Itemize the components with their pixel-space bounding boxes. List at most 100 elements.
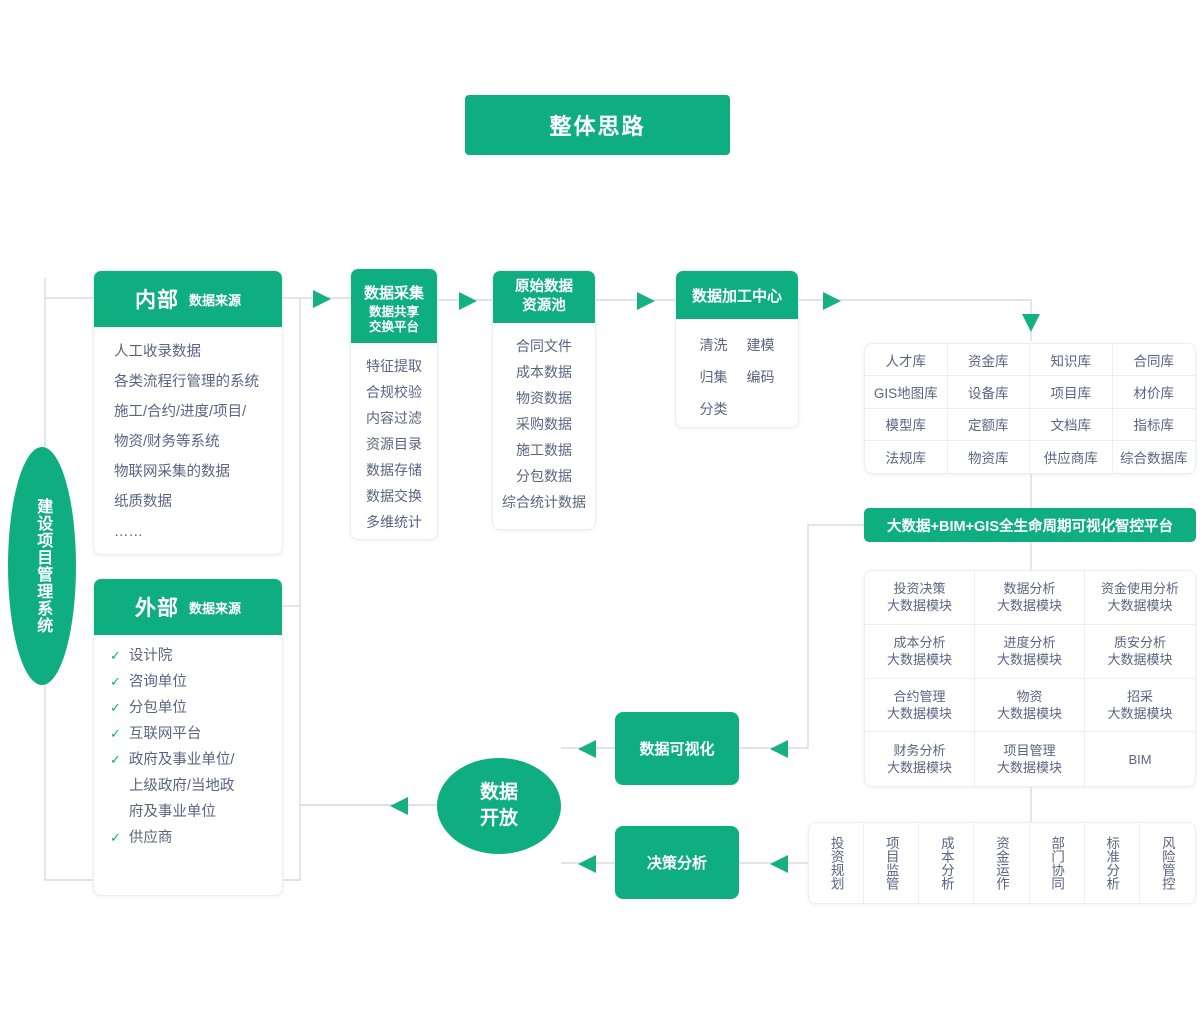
module-cell: 投资决策 大数据模块: [865, 571, 975, 625]
list-item-label: 互联网平台: [128, 726, 202, 742]
governance-cell-label: 成本分析: [938, 836, 954, 890]
page-title-text: 整体思路: [549, 114, 646, 139]
check-icon: ✓: [110, 648, 121, 663]
list-item: 编码: [746, 369, 775, 385]
module-cell-line2: 大数据模块: [1107, 652, 1173, 668]
internal-source-title: 内部: [134, 289, 179, 312]
governance-row: 投资规划 项目监管 成本分析 资金运作 部门协同 标准分析 风险管控: [808, 822, 1196, 904]
list-item-label: 政府及事业单位/ 上级政府/当地政 府及事业单位: [128, 752, 235, 820]
module-cell: 物资 大数据模块: [975, 678, 1085, 733]
library-cell: 项目库: [1030, 376, 1113, 409]
list-item: ✓ 咨询单位: [94, 669, 282, 695]
library-cell: GIS地图库: [865, 376, 948, 409]
module-cell-line1: 资金使用分析: [1100, 581, 1179, 597]
data-collection-subtitle: 数据共享 交换平台: [368, 304, 419, 334]
list-item: 归集: [699, 369, 728, 385]
list-item: 纸质数据: [114, 494, 172, 510]
library-cell: 人才库: [865, 344, 948, 377]
module-cell-line1: 进度分析: [1003, 635, 1056, 651]
library-grid: 人才库 资金库 知识库 合同库 GIS地图库 设备库 项目库 材价库 模型库 定…: [864, 343, 1196, 474]
module-cell-line1: 合约管理: [893, 688, 946, 704]
arrow-to-pool: [459, 292, 477, 310]
list-item: 数据存储: [366, 462, 422, 478]
module-cell: 进度分析 大数据模块: [975, 624, 1085, 679]
system-ellipse-label: 建设项目管理系统: [34, 498, 52, 634]
module-cell-line1: 数据分析: [1003, 581, 1056, 597]
arrow-open-to-sources: [390, 797, 408, 815]
check-icon: ✓: [110, 674, 121, 689]
page-title: 整体思路: [465, 95, 730, 155]
list-item: 施工/合约/进度/项目/: [114, 404, 247, 420]
governance-cell: 风险管控: [1140, 823, 1195, 903]
module-cell-line1: 财务分析: [893, 743, 946, 759]
list-item: 分类: [699, 401, 728, 417]
list-item-label: 供应商: [128, 830, 173, 846]
list-item: ✓ 设计院: [94, 643, 282, 669]
platform-banner: 大数据+BIM+GIS全生命周期可视化智控平台: [864, 508, 1196, 542]
module-cell-line2: 大数据模块: [1107, 598, 1173, 614]
module-cell-line1: 招采: [1126, 688, 1153, 704]
module-cell-line1: BIM: [1128, 751, 1152, 767]
list-item: ✓ 互联网平台: [94, 721, 282, 747]
library-cell: 合同库: [1112, 344, 1195, 377]
open-data-line1: 数据: [479, 782, 518, 803]
governance-cell-label: 部门协同: [1049, 836, 1065, 890]
list-item: 物联网采集的数据: [114, 464, 230, 480]
module-cell-line1: 成本分析: [893, 635, 946, 651]
list-item: 成本数据: [516, 364, 572, 380]
arrow-viz-to-open: [578, 740, 596, 758]
library-cell: 定额库: [947, 408, 1030, 441]
internal-source-list: 人工收录数据 各类流程行管理的系统 施工/合约/进度/项目/ 物资/财务等系统 …: [94, 327, 282, 554]
list-item: 物资/财务等系统: [114, 434, 220, 450]
system-ellipse: 建设项目管理系统: [8, 447, 76, 685]
list-item: 物资数据: [516, 390, 572, 406]
module-cell-line2: 大数据模块: [886, 652, 952, 668]
library-cell: 法规库: [865, 440, 948, 473]
module-cell-line2: 大数据模块: [996, 760, 1062, 776]
raw-data-pool-header: 原始数据 资源池: [493, 271, 595, 323]
governance-cell-label: 投资规划: [828, 836, 844, 890]
module-cell: 成本分析 大数据模块: [865, 624, 975, 679]
list-item: 分包数据: [516, 468, 572, 484]
external-source-list: ✓ 设计院 ✓ 咨询单位 ✓ 分包单位 ✓ 互联网平台 ✓ 政府及事业单位/ 上…: [94, 635, 282, 863]
internal-source-card: 内部 数据来源 人工收录数据 各类流程行管理的系统 施工/合约/进度/项目/ 物…: [93, 270, 283, 555]
governance-cell: 投资规划: [809, 823, 865, 903]
governance-cell-label: 资金运作: [993, 836, 1009, 890]
list-item: ✓ 分包单位: [94, 695, 282, 721]
governance-cell-label: 项目监管: [883, 836, 899, 890]
module-cell: 质安分析 大数据模块: [1085, 625, 1195, 679]
arrow-to-collect: [313, 290, 331, 308]
module-cell-line1: 项目管理: [1003, 743, 1056, 759]
decision-analysis-label: 决策分析: [646, 855, 707, 872]
library-cell: 模型库: [865, 408, 948, 441]
list-item: 各类流程行管理的系统: [114, 374, 259, 390]
library-cell: 文档库: [1030, 408, 1113, 441]
check-icon: ✓: [110, 726, 121, 741]
check-icon: ✓: [110, 752, 121, 767]
module-cell-line2: 大数据模块: [996, 652, 1062, 668]
module-cell: 招采 大数据模块: [1085, 679, 1195, 733]
list-item: 内容过滤: [366, 410, 422, 426]
module-grid: 投资决策 大数据模块 数据分析 大数据模块 资金使用分析 大数据模块 成本分析 …: [864, 570, 1196, 787]
internal-source-subtitle: 数据来源: [188, 292, 241, 308]
list-item: 施工数据: [516, 442, 572, 458]
library-cell: 材价库: [1112, 376, 1195, 409]
list-item: 多维统计: [366, 514, 422, 530]
library-cell: 供应商库: [1030, 440, 1113, 473]
data-visualization-label: 数据可视化: [639, 741, 715, 758]
arrow-down-libraries: [1022, 314, 1040, 332]
list-item: ✓ 政府及事业单位/ 上级政府/当地政 府及事业单位: [94, 747, 282, 825]
arrow-to-process: [637, 292, 655, 310]
governance-cell: 成本分析: [919, 823, 975, 903]
module-cell-line1: 质安分析: [1113, 635, 1166, 651]
data-visualization-node: 数据可视化: [615, 712, 739, 785]
module-cell: 项目管理 大数据模块: [975, 732, 1085, 786]
data-processing-center-card: 数据加工中心 清洗 建模 归集 编码 分类: [675, 270, 799, 428]
module-cell-line1: 投资决策: [893, 581, 946, 597]
governance-cell: 项目监管: [864, 823, 920, 903]
list-item-label: 分包单位: [128, 700, 187, 716]
module-cell-line2: 大数据模块: [886, 760, 952, 776]
external-source-title: 外部: [134, 597, 179, 620]
open-data-line2: 开放: [479, 808, 518, 829]
